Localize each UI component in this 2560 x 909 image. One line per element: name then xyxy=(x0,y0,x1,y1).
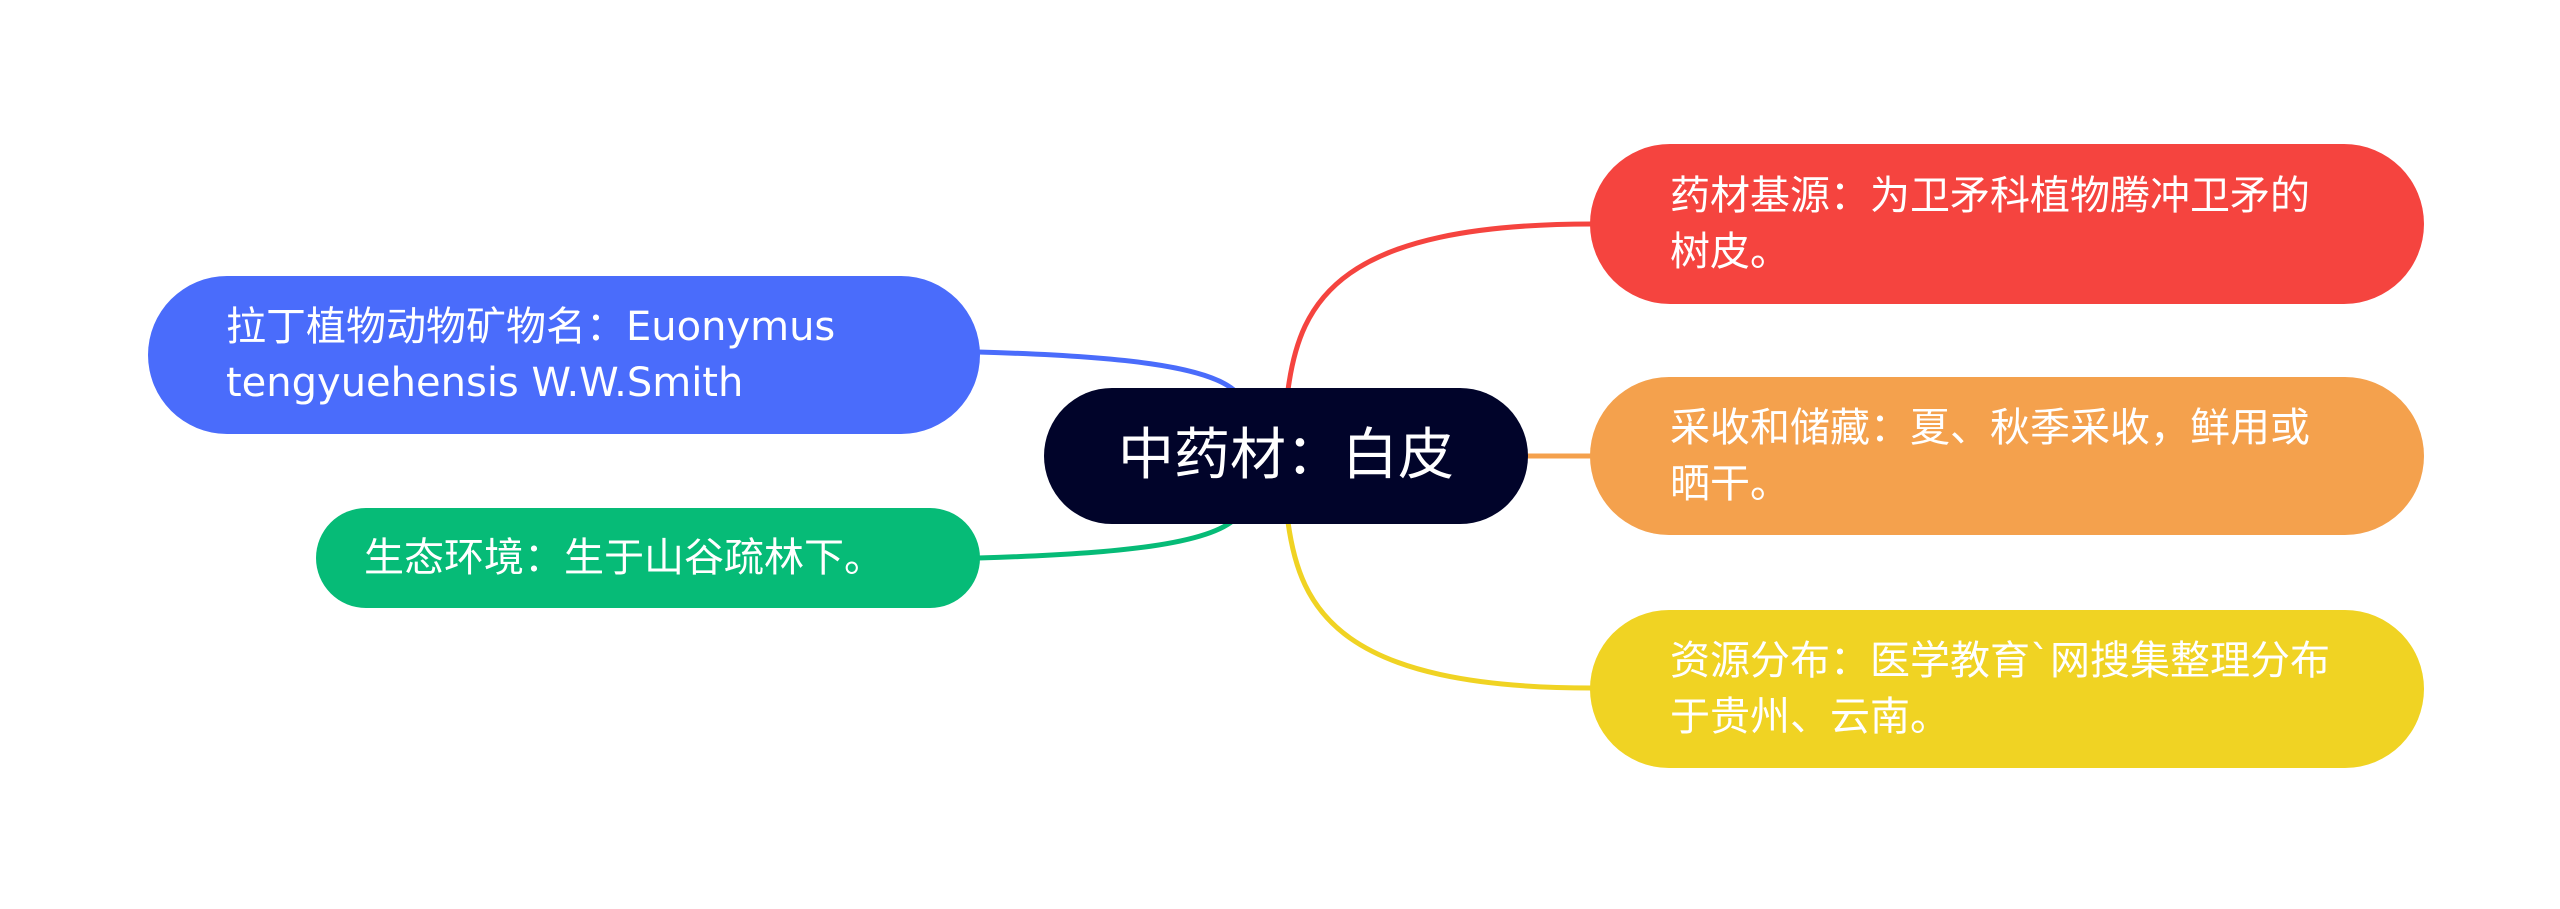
topic-node-distribution-label: 资源分布：医学教育`网搜集整理分布于贵州、云南。 xyxy=(1670,638,2330,740)
topic-node-harvest[interactable]: 采收和储藏：夏、秋季采收，鲜用或晒干。 xyxy=(1590,377,2424,535)
central-topic[interactable]: 中药材：白皮 xyxy=(1044,388,1528,524)
connector-source xyxy=(1285,221,1595,393)
topic-node-latin-name[interactable]: 拉丁植物动物矿物名：Euonymus tengyuehensis W.W.Smi… xyxy=(148,276,980,434)
topic-node-harvest-label: 采收和储藏：夏、秋季采收，鲜用或晒干。 xyxy=(1670,405,2310,507)
topic-node-habitat[interactable]: 生态环境：生于山谷疏林下。 xyxy=(316,508,980,608)
topic-node-distribution[interactable]: 资源分布：医学教育`网搜集整理分布于贵州、云南。 xyxy=(1590,610,2424,768)
topic-node-latin-name-label: 拉丁植物动物矿物名：Euonymus tengyuehensis W.W.Smi… xyxy=(226,304,836,406)
topic-node-habitat-label: 生态环境：生于山谷疏林下。 xyxy=(364,535,884,581)
connector-latin xyxy=(975,349,1239,395)
connector-distribution xyxy=(1285,519,1595,691)
connector-habitat xyxy=(975,515,1239,561)
central-topic-label: 中药材：白皮 xyxy=(1118,423,1454,488)
topic-node-source-label: 药材基源：为卫矛科植物腾冲卫矛的树皮。 xyxy=(1670,173,2310,275)
topic-node-source[interactable]: 药材基源：为卫矛科植物腾冲卫矛的树皮。 xyxy=(1590,144,2424,304)
